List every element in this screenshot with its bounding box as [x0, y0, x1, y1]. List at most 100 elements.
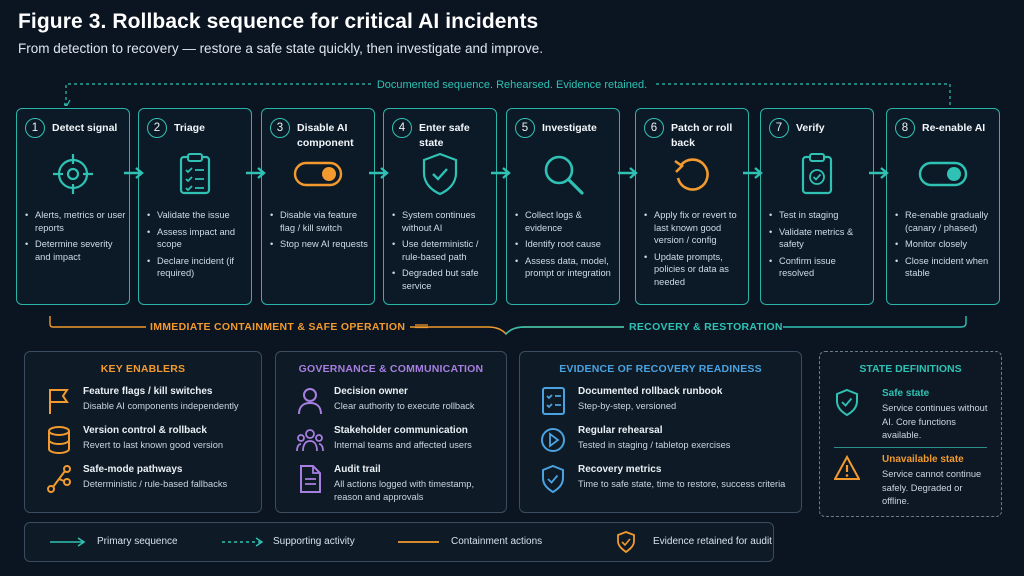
clipboard-check-icon: [801, 153, 833, 195]
step-number: 2: [147, 118, 167, 138]
crosshair-target-icon: [53, 154, 93, 194]
evidence-item: Regular rehearsal Tested in staging / ta…: [540, 425, 793, 463]
magnifier-icon: [544, 155, 584, 195]
step-3-disable-ai-component[interactable]: 3 Disable AI component Disable via featu…: [261, 108, 375, 305]
branch-path-icon: [47, 465, 71, 493]
governance-panel: GOVERNANCE & COMMUNICATION Decision owne…: [275, 351, 507, 513]
step-1-detect-signal[interactable]: 1 Detect signal Alerts, metrics or user …: [16, 108, 130, 305]
step-bullet: Stop new AI requests: [270, 238, 371, 251]
step-bullet: Assess impact and scope: [147, 226, 248, 251]
governance-item: Decision owner Clear authority to execut…: [296, 386, 498, 424]
item-name: Version control & rollback: [83, 425, 207, 436]
item-desc: Disable AI components independently: [83, 401, 239, 411]
governance-title: GOVERNANCE & COMMUNICATION: [298, 363, 484, 375]
item-desc: Revert to last known good version: [83, 440, 224, 450]
people-group-icon: [296, 429, 324, 452]
toggle-on-icon: [918, 161, 968, 187]
undo-arrow-icon: [674, 158, 709, 191]
step-title: Detect signal: [52, 122, 118, 134]
document-icon: [300, 465, 321, 493]
item-name: Feature flags / kill switches: [83, 386, 213, 397]
play-circle-icon: [541, 428, 565, 452]
figure-title: Figure 3. Rollback sequence for critical…: [18, 10, 539, 33]
step-bullet: Update prompts, policies or data as need…: [644, 251, 745, 289]
step-bullet: Validate the issue: [147, 209, 248, 222]
item-desc: Deterministic / rule-based fallbacks: [83, 479, 228, 489]
safe-state-definition: Safe state Service continues without AI.…: [834, 388, 993, 444]
step-5-investigate[interactable]: 5 Investigate Collect logs & evidence Id…: [506, 108, 620, 305]
step-bullet: Use deterministic / rule-based path: [392, 238, 493, 263]
phase-brackets: [49, 316, 967, 336]
item-desc: All actions logged with timestamp, reaso…: [334, 479, 475, 502]
step-2-triage[interactable]: 2 Triage Validate the issue Assess impac…: [138, 108, 252, 305]
key-enablers-title: KEY ENABLERS: [100, 363, 186, 375]
governance-item: Audit trail All actions logged with time…: [296, 464, 498, 502]
safe-state-name: Safe state: [882, 388, 930, 399]
database-icon: [48, 426, 70, 455]
toggle-off-icon: [293, 161, 343, 187]
step-title: Investigate: [542, 122, 597, 134]
step-title: Verify: [796, 122, 825, 134]
item-desc: Tested in staging / tabletop exercises: [578, 440, 731, 450]
key-enabler-item: Safe-mode pathways Deterministic / rule-…: [45, 464, 253, 502]
state-definitions-panel: STATE DEFINITIONS Safe state Service con…: [819, 351, 1002, 517]
sequence-arrow: [124, 167, 144, 179]
step-number: 4: [392, 118, 412, 138]
unavailable-state-name: Unavailable state: [882, 454, 964, 465]
shield-check-icon: [422, 152, 458, 196]
shield-check-icon: [836, 388, 858, 416]
containment-phase-label: IMMEDIATE CONTAINMENT & SAFE OPERATION: [150, 321, 406, 333]
step-6-patch-or-roll-back[interactable]: 6 Patch or roll back Apply fix or revert…: [635, 108, 749, 305]
step-bullet: Disable via feature flag / kill switch: [270, 209, 371, 234]
sequence-arrow: [869, 167, 889, 179]
step-number: 5: [515, 118, 535, 138]
step-bullet: Validate metrics & safety: [769, 226, 870, 251]
step-number: 6: [644, 118, 664, 138]
safe-state-desc: Service continues without AI. Core funct…: [882, 403, 988, 440]
step-bullet: Re-enable gradually (canary / phased): [895, 209, 996, 234]
item-name: Safe-mode pathways: [83, 464, 183, 475]
step-number: 1: [25, 118, 45, 138]
step-4-enter-safe-state[interactable]: 4 Enter safe state System continues with…: [383, 108, 497, 305]
sequence-arrow: [618, 167, 638, 179]
item-desc: Step-by-step, versioned: [578, 401, 677, 411]
evidence-item: Recovery metrics Time to safe state, tim…: [540, 464, 793, 502]
step-number: 7: [769, 118, 789, 138]
step-bullet: Identify root cause: [515, 238, 616, 251]
item-name: Audit trail: [334, 464, 381, 475]
key-enablers-panel: KEY ENABLERS Feature flags / kill switch…: [24, 351, 262, 513]
step-number: 8: [895, 118, 915, 138]
governance-item: Stakeholder communication Internal teams…: [296, 425, 498, 463]
legend-primary-label: Primary sequence: [97, 536, 178, 547]
shield-check-icon: [617, 531, 635, 553]
legend: Primary sequence Supporting activity Con…: [24, 522, 774, 562]
step-8-re-enable-ai[interactable]: 8 Re-enable AI Re-enable gradually (cana…: [886, 108, 1000, 305]
step-title: Patch or roll back: [671, 122, 733, 149]
step-7-verify[interactable]: 7 Verify Test in staging Validate metric…: [760, 108, 874, 305]
evidence-panel: EVIDENCE OF RECOVERY READINESS Documente…: [519, 351, 802, 513]
step-bullet: Assess data, model, prompt or integratio…: [515, 255, 616, 280]
step-bullet: System continues without AI: [392, 209, 493, 234]
sequence-arrow: [369, 167, 389, 179]
solid-teal-arrow-icon: [50, 537, 86, 547]
step-bullet: Alerts, metrics or user reports: [25, 209, 126, 234]
step-title: Disable AI component: [297, 122, 354, 149]
key-enabler-item: Feature flags / kill switches Disable AI…: [45, 386, 253, 424]
unavailable-state-definition: Unavailable state Service cannot continu…: [834, 454, 993, 510]
item-name: Regular rehearsal: [578, 425, 663, 436]
step-bullet: Monitor closely: [895, 238, 996, 251]
item-name: Documented rollback runbook: [578, 386, 723, 397]
warning-triangle-icon: [834, 454, 860, 480]
step-bullet: Determine severity and impact: [25, 238, 126, 263]
sequence-arrow: [491, 167, 511, 179]
evidence-title: EVIDENCE OF RECOVERY READINESS: [559, 363, 762, 375]
item-desc: Internal teams and affected users: [334, 440, 472, 450]
state-definitions-title: STATE DEFINITIONS: [859, 363, 962, 375]
step-bullet: Test in staging: [769, 209, 870, 222]
step-bullet: Collect logs & evidence: [515, 209, 616, 234]
shield-check-icon: [542, 464, 564, 494]
documented-sequence-label: Documented sequence. Rehearsed. Evidence…: [370, 79, 654, 91]
unavailable-state-desc: Service cannot continue safely. Degraded…: [882, 469, 982, 506]
step-bullet: Degraded but safe service: [392, 267, 493, 292]
item-desc: Time to safe state, time to restore, suc…: [578, 479, 786, 489]
